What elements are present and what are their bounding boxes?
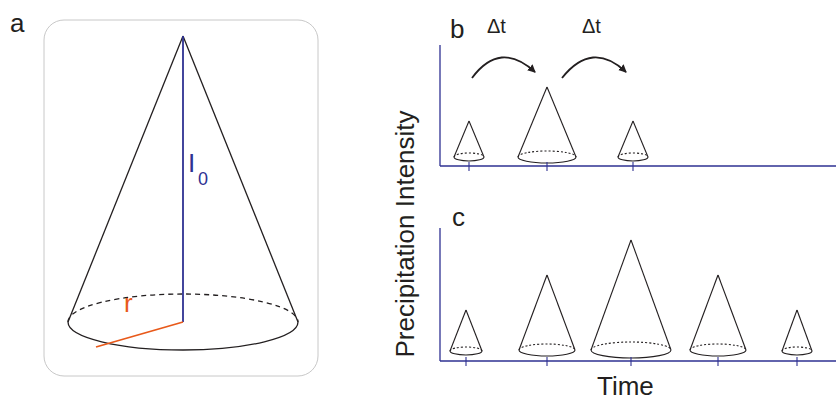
axis-tick	[546, 162, 547, 171]
cone-base-back	[591, 342, 671, 350]
cone-side	[690, 275, 718, 350]
cone	[68, 36, 298, 350]
cone-side	[797, 310, 812, 351]
panel-letter: a	[10, 10, 24, 36]
cone-base-back	[518, 151, 576, 157]
cone-side	[618, 121, 633, 157]
cone-base-front	[454, 157, 484, 161]
axis-tick	[632, 162, 633, 171]
panel-frame	[44, 20, 318, 376]
cone-side	[518, 87, 547, 157]
axis-tick	[717, 357, 718, 366]
height-label: I	[188, 150, 195, 176]
axes	[440, 45, 836, 361]
height-subscript: 0	[198, 170, 208, 188]
cone-side	[631, 240, 671, 350]
cone-side	[718, 275, 746, 350]
cone-base-back	[782, 347, 812, 351]
cone-side	[547, 87, 576, 157]
interval-label: Δt	[487, 16, 506, 36]
panel-letter: c	[452, 204, 465, 230]
axis-title: Precipitation Intensity	[392, 110, 418, 357]
cone-side	[450, 310, 466, 351]
axis-tick	[465, 357, 466, 366]
cone-base-back	[690, 344, 746, 350]
axis-title: Time	[597, 373, 654, 399]
cone-side	[591, 240, 631, 350]
axis-tick	[468, 162, 469, 171]
cone-base-front	[782, 351, 812, 355]
cone-base-back	[450, 347, 482, 351]
height-line	[182, 36, 184, 322]
cone-base-front	[618, 157, 648, 161]
radius-line	[96, 322, 183, 347]
cone-side	[466, 310, 482, 351]
cone-base-front	[519, 350, 575, 356]
cone-base-front	[690, 350, 746, 356]
radius-label: r	[124, 290, 133, 316]
panel-letter: b	[450, 16, 464, 42]
cone-side	[469, 121, 484, 157]
axis-tick	[546, 357, 547, 366]
axis-tick	[796, 357, 797, 366]
cone-side	[519, 275, 547, 350]
cone-base-front	[591, 350, 671, 358]
cone-side	[454, 121, 469, 157]
cone-base-back	[618, 153, 648, 157]
time-arrow	[472, 57, 535, 78]
cone-side	[633, 121, 648, 157]
cone-base-front	[450, 351, 482, 355]
cones	[450, 87, 812, 366]
axis-tick	[630, 357, 631, 366]
time-arrow	[562, 57, 626, 78]
cone-side	[547, 275, 575, 350]
cone-base-back	[519, 344, 575, 350]
cone-base-back	[454, 153, 484, 157]
interval-label: Δt	[582, 16, 601, 36]
cone-side	[782, 310, 797, 351]
